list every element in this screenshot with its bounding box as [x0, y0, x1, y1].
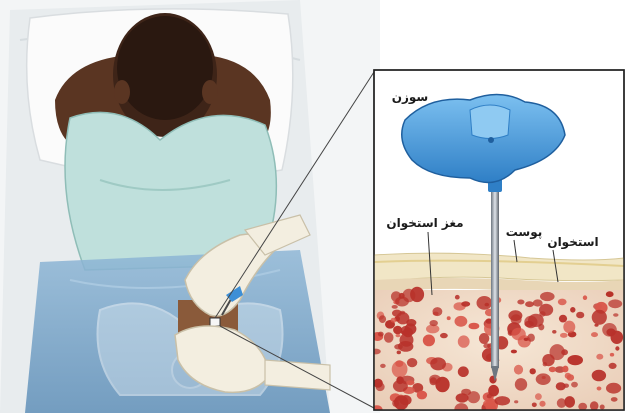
- marrow-cell: [511, 328, 525, 341]
- marrow-cell: [592, 370, 606, 382]
- marrow-cell: [430, 320, 438, 326]
- marrow-cell: [394, 395, 408, 410]
- marrow-cell: [527, 334, 535, 342]
- marrow-cell: [514, 365, 523, 375]
- marrow-cell: [378, 332, 384, 337]
- marrow-cell: [511, 350, 517, 354]
- marrow-cell: [430, 357, 446, 370]
- marrow-cell: [379, 315, 386, 323]
- marrow-cell: [596, 354, 603, 360]
- marrow-cell: [562, 366, 568, 373]
- marrow-cell: [455, 316, 468, 327]
- marrow-cell: [583, 295, 587, 300]
- label-needle: سوزن: [392, 90, 428, 105]
- marrow-cell: [397, 351, 401, 355]
- marrow-cell: [391, 318, 397, 323]
- marrow-cell: [570, 307, 575, 313]
- needle-shaft: [491, 188, 499, 368]
- marrow-cell: [600, 405, 605, 410]
- marrow-cell: [571, 382, 578, 388]
- marrow-cell: [613, 313, 618, 316]
- marrow-cell: [609, 363, 617, 369]
- marrow-cell: [608, 299, 622, 308]
- marrow-cell: [528, 314, 544, 327]
- marrow-cell: [590, 401, 599, 410]
- marrow-cell: [393, 326, 402, 335]
- marrow-cell: [540, 292, 555, 301]
- marrow-cell: [549, 367, 556, 373]
- marrow-cell: [597, 387, 602, 391]
- marrow-cell: [455, 295, 460, 300]
- marrow-cell: [525, 301, 534, 307]
- marrow-cell: [395, 297, 409, 307]
- marrow-cell: [591, 332, 598, 337]
- marrow-cell: [380, 364, 386, 368]
- marrow-cell: [563, 384, 569, 388]
- marrow-cell: [433, 307, 443, 316]
- marrow-cell: [517, 300, 524, 305]
- marrow-cell: [558, 299, 567, 306]
- marrow-cell: [606, 291, 614, 297]
- marrow-cell: [535, 393, 542, 400]
- marrow-cell: [495, 396, 511, 405]
- label-skin: پوست: [506, 225, 543, 240]
- marrow-cell: [557, 398, 566, 408]
- marrow-cell: [458, 335, 470, 347]
- marrow-cell: [606, 383, 621, 394]
- marrow-cell: [542, 354, 554, 366]
- marrow-cell: [611, 397, 618, 402]
- marrow-cell: [417, 391, 427, 400]
- marrow-cell: [468, 323, 479, 330]
- marrow-cell: [567, 355, 583, 365]
- marrow-cell: [576, 312, 584, 319]
- marrow-cell: [615, 346, 619, 350]
- marrow-cell: [394, 344, 403, 350]
- marrow-cell: [477, 296, 493, 310]
- label-bone: استخوان: [547, 235, 598, 250]
- marrow-cell: [514, 400, 518, 403]
- marrow-cell: [530, 368, 536, 374]
- marrow-cell: [560, 333, 568, 338]
- marrow-cell: [461, 389, 471, 396]
- marrow-cell: [440, 333, 448, 338]
- marrow-cell: [396, 312, 409, 324]
- marrow-cell: [384, 332, 394, 343]
- marrow-cell: [483, 400, 495, 408]
- marrow-cell: [508, 310, 522, 321]
- marrow-cell: [423, 335, 435, 347]
- marrow-cell: [461, 301, 470, 306]
- marrow-cell: [407, 358, 417, 367]
- marrow-cell: [532, 403, 537, 408]
- marrow-cell: [447, 316, 451, 320]
- marrow-cell: [392, 361, 408, 378]
- marrow-cell: [559, 315, 567, 323]
- label-bone-marrow: مغز استخوان: [386, 216, 463, 231]
- marrow-cell: [565, 373, 571, 379]
- marrow-cell: [539, 304, 553, 316]
- marrow-cell: [406, 380, 414, 385]
- marrow-cell: [429, 375, 441, 384]
- marrow-cell: [376, 383, 385, 392]
- marrow-cell: [458, 366, 469, 377]
- marrow-cell: [536, 373, 551, 385]
- marrow-cell: [488, 385, 499, 397]
- marrow-cell: [552, 330, 556, 334]
- marrow-cell: [396, 334, 401, 337]
- marrow-cell: [610, 353, 614, 357]
- marrow-cell: [539, 401, 545, 407]
- marrow-cell: [563, 321, 575, 334]
- marrow-cell: [392, 305, 398, 309]
- marrow-cell: [515, 378, 527, 391]
- marrow-cell: [592, 310, 607, 325]
- marrow-cell: [611, 331, 624, 344]
- marrow-cell: [393, 380, 408, 392]
